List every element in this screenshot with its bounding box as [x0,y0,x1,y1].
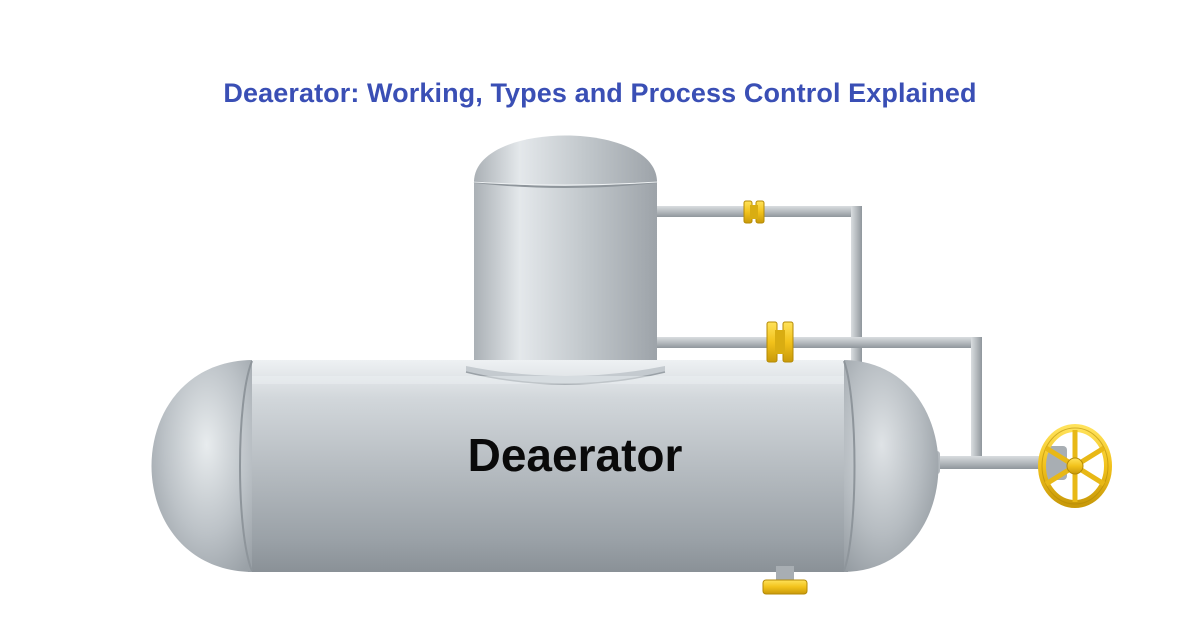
drain-flange [762,579,808,595]
dome-cap [474,135,657,182]
dome-tank-joint [466,366,665,384]
page-title: Deaerator: Working, Types and Process Co… [223,78,977,108]
tank-right-seam [843,360,856,572]
tank-left-seam [239,360,253,572]
flange-icon [743,200,765,224]
upper-pipe-vertical [851,206,862,376]
deaerating-dome [473,135,658,380]
tank-shell [248,360,848,572]
valve-handwheel-icon [1038,424,1112,508]
tank-right-head [844,360,939,572]
middle-pipe-horizontal [652,337,982,348]
tank-left-head [151,360,252,572]
dome-body [474,180,657,380]
dome-seam [473,181,658,188]
outlet-pipe [920,456,1065,469]
storage-tank [151,360,939,595]
middle-pipe-vertical [971,337,982,462]
tank-label: Deaerator [467,429,683,481]
flange-icon [766,321,794,363]
